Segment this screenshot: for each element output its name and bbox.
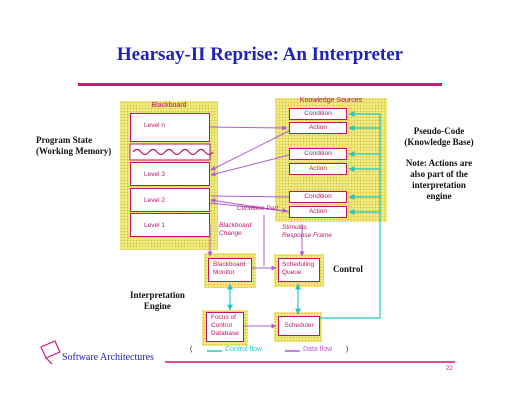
ks2-action: Action xyxy=(289,163,347,175)
blackboard-monitor-line1: Blackboard xyxy=(213,261,246,268)
note-line4: engine xyxy=(426,191,452,201)
control-label: Control xyxy=(333,264,363,274)
level-1-label: Level 1 xyxy=(144,222,165,229)
ks2-condition-label: Condition xyxy=(304,150,332,157)
legend-data-flow: Data flow xyxy=(303,346,333,353)
program-state-label: Program State (Working Memory) xyxy=(36,135,111,157)
software-architectures-logo xyxy=(40,340,61,359)
program-state-line2: (Working Memory) xyxy=(36,146,112,156)
note-line1: Note: Actions are xyxy=(405,158,473,168)
interpretation-engine-label: Interpretation Engine xyxy=(130,290,185,312)
stimulus-line1: Stimulus xyxy=(282,224,307,231)
ks1-condition-label: Condition xyxy=(304,110,332,117)
flow-level2-to-ks3-action xyxy=(209,202,288,214)
program-state-line1: Program State xyxy=(36,135,93,145)
page-number: 22 xyxy=(446,366,453,372)
level-n-label: Level n xyxy=(144,122,165,129)
ks1-action-label: Action xyxy=(308,124,328,131)
ks3-condition: Condition xyxy=(289,191,347,203)
note-line2: also part of the xyxy=(410,169,468,179)
ks2-condition: Condition xyxy=(289,148,347,160)
slide-title: Hearsay-II Reprise: An Interpreter xyxy=(116,44,404,65)
blackboard-change-line1: Blackboard xyxy=(219,222,252,229)
footer-brand: Software Architectures xyxy=(62,352,154,363)
ks1-condition: Condition xyxy=(289,108,347,120)
level-2-label: Level 2 xyxy=(144,197,165,204)
knowledge-sources-header: Knowledge Sources xyxy=(299,97,363,104)
blackboard-monitor-box: Blackboard Monitor xyxy=(208,258,252,282)
scheduler-label: Scheduler xyxy=(284,322,314,329)
focus-line2: Control xyxy=(211,322,232,329)
stimulus-line2: Response Frame xyxy=(282,232,332,239)
ks1-action: Action xyxy=(289,122,347,134)
blackboard-change-line2: Change xyxy=(219,230,242,237)
focus-line1: Focus of xyxy=(211,314,236,321)
blackboard-level-2: Level 2 xyxy=(130,188,210,212)
blackboard-level-3: Level 3 xyxy=(130,162,210,186)
title-divider xyxy=(78,83,442,86)
ks3-condition-label: Condition xyxy=(304,193,332,200)
focus-of-control-box: Focus of Control Database xyxy=(206,312,244,342)
legend-control-flow: Control flow xyxy=(225,346,262,353)
scheduling-queue-box: Scheduling Queue xyxy=(278,258,320,282)
legend-open-paren: ( xyxy=(190,346,193,353)
legend-close-paren: ) xyxy=(346,346,349,353)
pseudo-code-line1: Pseudo-Code xyxy=(413,126,465,136)
blackboard-level-1: Level 1 xyxy=(130,213,210,237)
focus-line3: Database xyxy=(211,330,239,337)
ks3-action: Action xyxy=(289,206,347,218)
pseudo-code-label: Pseudo-Code (Knowledge Base) xyxy=(386,126,492,148)
ks3-action-label: Action xyxy=(308,208,328,215)
wavy-line xyxy=(132,148,214,156)
stimulus-response-label: Stimulus Response Frame xyxy=(282,224,332,240)
blackboard-level-wavy xyxy=(129,143,211,161)
note-line3: interpretation xyxy=(412,180,466,190)
blackboard-monitor-line2: Monitor xyxy=(213,269,235,276)
blackboard-change-label: Blackboard Change xyxy=(219,222,252,238)
flow-leveln-to-ks1-action xyxy=(209,125,288,131)
actions-note: Note: Actions are also part of the inter… xyxy=(386,158,492,202)
scheduler-box: Scheduler xyxy=(278,316,320,336)
blackboard-level-n: Level n xyxy=(130,113,210,142)
scheduling-queue-line2: Queue xyxy=(282,269,302,276)
interpretation-line1: Interpretation xyxy=(130,290,185,300)
blackboard-header: Blackboard xyxy=(151,102,187,109)
condition-part-label: Condition Part xyxy=(237,205,279,212)
level-3-label: Level 3 xyxy=(144,171,165,178)
pseudo-code-line2: (Knowledge Base) xyxy=(404,137,474,147)
flow-ks3-condition-to-level2 xyxy=(210,195,290,198)
flow-ks1-action-to-level3 xyxy=(210,130,290,171)
ks2-action-label: Action xyxy=(308,165,328,172)
flow-ks2-condition-to-level3 xyxy=(210,154,290,177)
control-scheduler-to-ks xyxy=(320,114,381,319)
interpretation-line2: Engine xyxy=(143,301,171,311)
scheduling-queue-line1: Scheduling xyxy=(282,261,315,268)
logo-tail xyxy=(45,357,53,365)
